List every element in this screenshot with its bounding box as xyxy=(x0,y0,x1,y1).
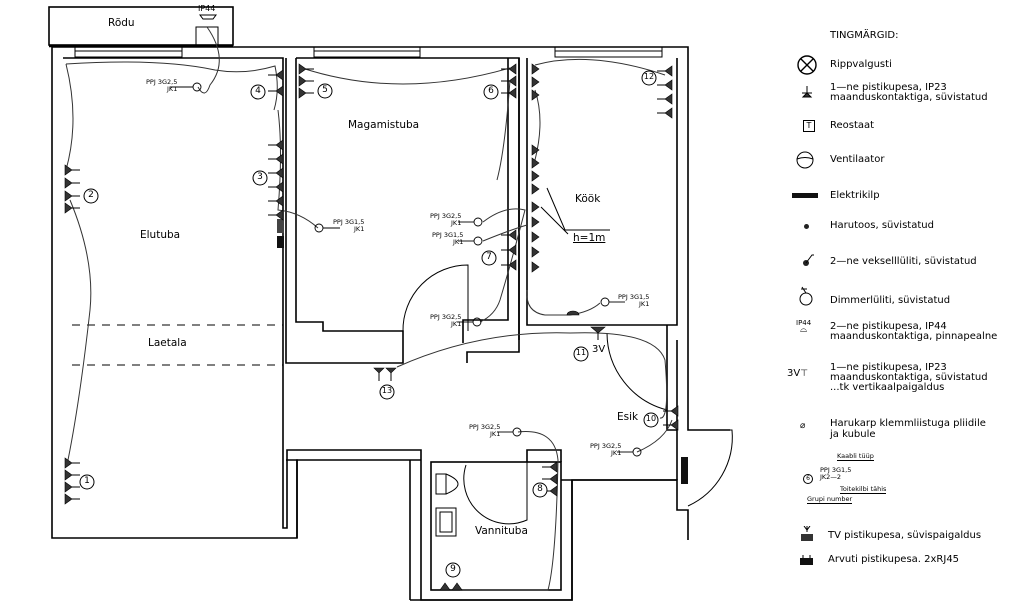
socket-vertical-icon: 3V⊤ xyxy=(787,368,809,379)
socket-group-13 xyxy=(373,367,397,381)
socket-ip44-icon: IP44⌓ xyxy=(796,319,812,335)
group-number: 13 xyxy=(381,386,393,395)
rheostat-icon: T xyxy=(803,120,815,132)
electric-panel xyxy=(681,457,688,484)
vertical-3v-label: 3V xyxy=(592,344,606,355)
legend-item: Rippvalgusti xyxy=(830,59,892,70)
electric-panel-icon xyxy=(792,193,818,198)
room-label-rodu: Rõdu xyxy=(108,17,135,29)
ip44-label: IP44 xyxy=(198,4,216,13)
computer-socket xyxy=(277,236,284,248)
legend-item: Arvuti pistikupesa. 2xRJ45 xyxy=(828,554,960,565)
kitchen-socket xyxy=(566,310,580,316)
window xyxy=(554,46,663,58)
legend-item: Reostaat xyxy=(830,120,875,131)
fan-icon xyxy=(796,151,814,169)
room-label-elutuba: Elutuba xyxy=(140,229,181,241)
socket-group-9 xyxy=(439,582,463,591)
room-label-laetala: Laetala xyxy=(148,337,187,349)
group-number: 8 xyxy=(537,484,543,494)
two-way-switch-icon xyxy=(803,254,814,266)
group-number: 7 xyxy=(486,252,492,262)
group-number: 12 xyxy=(643,72,655,81)
tv-socket-icon xyxy=(801,526,813,541)
socket-group-2 xyxy=(64,164,80,214)
group-number: 11 xyxy=(575,348,587,357)
socket-group-6 xyxy=(501,63,517,99)
h-label: h=1m xyxy=(573,232,606,244)
group-number: 2 xyxy=(88,190,94,200)
group-number: 1 xyxy=(84,476,90,486)
socket-group-10 xyxy=(663,405,679,431)
legend-item: Dimmerlüliti, süvistatud xyxy=(830,295,951,306)
room-label-kook: Köök xyxy=(575,193,601,205)
legend-title: TINGMÄRGID: xyxy=(830,30,899,41)
dimmer-switch-icon xyxy=(799,286,813,306)
socket-group-3 xyxy=(268,139,284,221)
legend-item: TV pistikupesa, süvispaigaldus xyxy=(828,530,982,541)
pendant-light-icon xyxy=(797,55,817,75)
tv-socket xyxy=(277,219,284,233)
window xyxy=(313,46,421,58)
group-number: 3 xyxy=(257,172,263,182)
socket-group-1 xyxy=(64,457,80,505)
legend-item: Ventilaator xyxy=(830,154,885,165)
legend-item: Harutoos, süvistatud xyxy=(830,220,934,231)
socket-group-7 xyxy=(501,229,517,271)
room-label-magamistuba: Magamistuba xyxy=(348,119,420,131)
legend-item: 2—ne vekselllüliti, süvistatud xyxy=(830,256,977,267)
group-number: 9 xyxy=(450,564,456,574)
group-circle-icon: 6 xyxy=(803,474,813,484)
socket-group-5 xyxy=(298,63,314,99)
room-label-esik: Esik xyxy=(617,411,639,423)
h-leader xyxy=(540,187,610,235)
socket-group-11 xyxy=(590,326,606,340)
computer-socket-icon xyxy=(800,555,813,565)
group-number: 5 xyxy=(322,85,328,95)
terminal-box-icon: ⌀ xyxy=(800,421,806,431)
group-number: 10 xyxy=(645,414,657,423)
group-number: 4 xyxy=(255,86,261,96)
window xyxy=(74,46,183,58)
socket-group-12 xyxy=(657,65,673,119)
socket-group-4 xyxy=(268,69,284,97)
room-label-vannituba: Vannituba xyxy=(475,525,528,537)
junction-box-icon xyxy=(804,224,809,229)
legend-item: Elektrikilp xyxy=(830,190,880,201)
socket-group-kitchen-left xyxy=(531,63,540,273)
group-number: 6 xyxy=(488,86,494,96)
socket-ip23-icon xyxy=(801,86,813,98)
